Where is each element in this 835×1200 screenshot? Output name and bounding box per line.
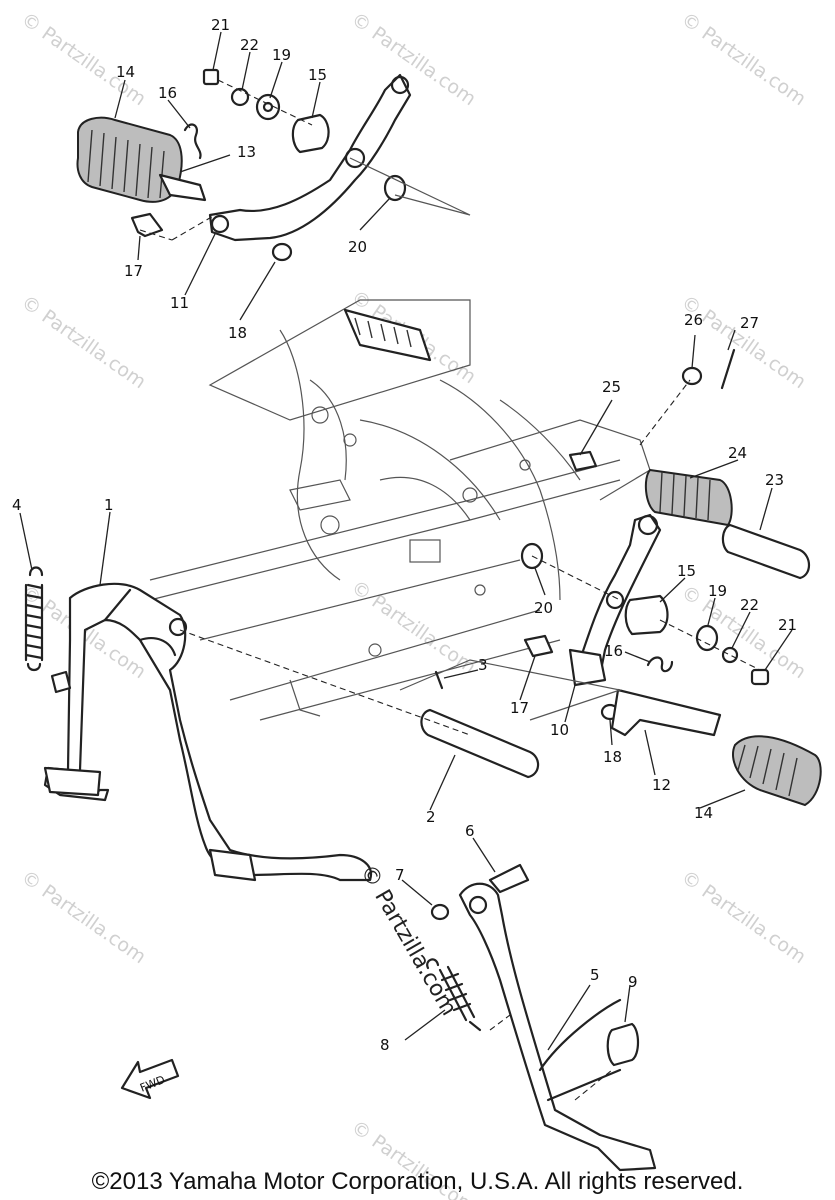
left-footrest-assembly (76, 68, 471, 262)
footrest-rubber-14b (732, 735, 822, 807)
callout-8: 8 (380, 1036, 390, 1054)
watermark: © Partzilla.com (17, 291, 150, 393)
callout-layer: 21 22 19 15 14 16 13 17 11 18 20 26 27 2… (12, 16, 797, 1054)
washer-22b (721, 646, 739, 664)
callout-21: 21 (211, 16, 230, 34)
callout-10: 10 (550, 721, 569, 739)
callout-22b: 22 (740, 596, 759, 614)
fwd-arrow: FWD (120, 1058, 180, 1100)
callout-15b: 15 (677, 562, 696, 580)
callout-25: 25 (602, 378, 621, 396)
collar-15 (291, 113, 330, 154)
callout-14b: 14 (694, 804, 713, 822)
grip-23 (721, 523, 811, 580)
callout-26: 26 (684, 311, 703, 329)
callout-18: 18 (228, 324, 247, 342)
stand-spring-4 (24, 566, 44, 672)
center-stand-1 (43, 582, 373, 882)
shaft-2 (420, 708, 540, 779)
leader-lines (19, 31, 793, 1051)
side-stand-5 (458, 882, 657, 1172)
bolt-21b (750, 668, 770, 686)
callout-13: 13 (237, 143, 256, 161)
callout-19b: 19 (708, 582, 727, 600)
nut-18 (271, 242, 293, 262)
watermark: © Partzilla.com (677, 8, 810, 110)
callout-16: 16 (158, 84, 177, 102)
callout-9: 9 (628, 973, 638, 991)
callout-15: 15 (308, 66, 327, 84)
callout-20: 20 (348, 238, 367, 256)
callout-5: 5 (590, 966, 600, 984)
footrest-rubber-24 (644, 468, 733, 527)
callout-1: 1 (104, 496, 114, 514)
callout-19: 19 (272, 46, 291, 64)
callout-12: 12 (652, 776, 671, 794)
footrest-bracket-11 (208, 73, 412, 242)
center-stand (24, 566, 540, 882)
watermark: © Partzilla.com (17, 866, 150, 968)
watermark: © Partzilla.com (677, 866, 810, 968)
collar-9 (606, 1022, 640, 1067)
callout-21b: 21 (778, 616, 797, 634)
bolt-17 (130, 212, 164, 238)
callout-24: 24 (728, 444, 747, 462)
callout-17b: 17 (510, 699, 529, 717)
fwd-arrow-icon (120, 1058, 180, 1100)
spring-16b (646, 656, 674, 673)
bolt-6 (488, 863, 530, 894)
callout-14: 14 (116, 63, 135, 81)
washer-22 (230, 87, 250, 107)
callout-11: 11 (170, 294, 189, 312)
bolt-17b (523, 634, 554, 658)
nut-7 (430, 903, 450, 921)
callout-23: 23 (765, 471, 784, 489)
washer-19 (255, 93, 281, 121)
callout-2: 2 (426, 808, 436, 826)
footrest-bracket-10 (578, 513, 662, 682)
pin-3 (434, 670, 444, 690)
callout-6: 6 (465, 822, 475, 840)
right-footrest-assembly (399, 348, 822, 807)
callout-27: 27 (740, 314, 759, 332)
nut-26 (681, 366, 703, 386)
callout-20b: 20 (534, 599, 553, 617)
stand-spring-8 (426, 958, 482, 1032)
frame-footrest-ghost (343, 308, 432, 362)
callout-18b: 18 (603, 748, 622, 766)
copyright-notice: ©2013 Yamaha Motor Corporation, U.S.A. A… (91, 1168, 744, 1195)
watermark: © Partzilla.com (347, 576, 480, 678)
pin-27 (720, 348, 736, 390)
bolt-21 (202, 68, 220, 86)
watermark: © Partzilla.com (17, 8, 150, 110)
callout-7: 7 (395, 866, 405, 884)
callout-17: 17 (124, 262, 143, 280)
callout-22: 22 (240, 36, 259, 54)
collar-15b (624, 594, 669, 636)
callout-4: 4 (12, 496, 22, 514)
side-stand (426, 863, 657, 1172)
frame-outline (149, 299, 651, 721)
bolt-1b (50, 670, 72, 694)
watermark: © Partzilla.com (347, 8, 480, 110)
collar-25 (568, 450, 598, 472)
footrest-12 (610, 688, 722, 737)
callout-16b: 16 (604, 642, 623, 660)
callout-3: 3 (478, 656, 488, 674)
